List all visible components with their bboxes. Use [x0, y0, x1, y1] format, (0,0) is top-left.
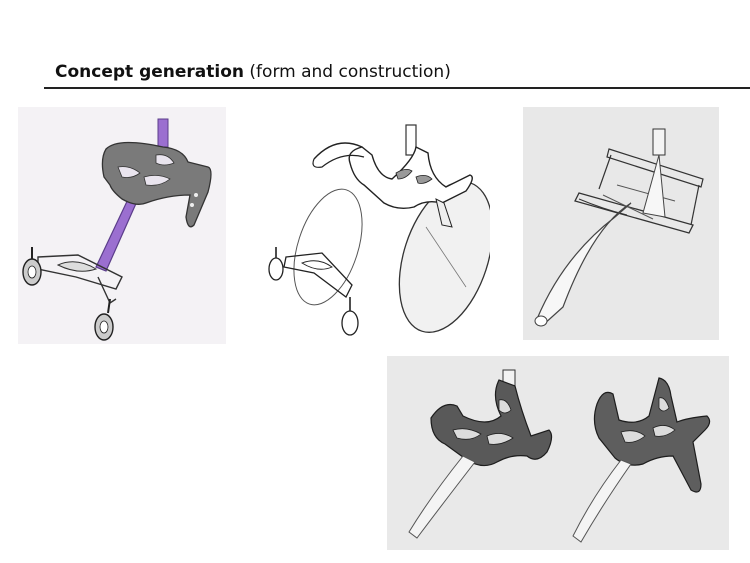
sketch-colored-walker-drawing [18, 107, 226, 344]
sketch-frame-construction [523, 107, 719, 340]
sketch-wheelchair-line-drawing [266, 107, 490, 345]
title-divider [44, 87, 750, 89]
sketch-seat-shell-pair-drawing [387, 356, 729, 550]
slide-title-rest: (form and construction) [244, 62, 451, 82]
slide-title-bold: Concept generation [55, 62, 245, 82]
sketch-colored-walker [18, 107, 226, 344]
sketch-frame-construction-drawing [523, 107, 719, 340]
sketch-seat-shell-pair [387, 356, 729, 550]
slide-title: Concept generation (form and constructio… [55, 62, 451, 82]
sketch-wheelchair-line [266, 107, 490, 345]
